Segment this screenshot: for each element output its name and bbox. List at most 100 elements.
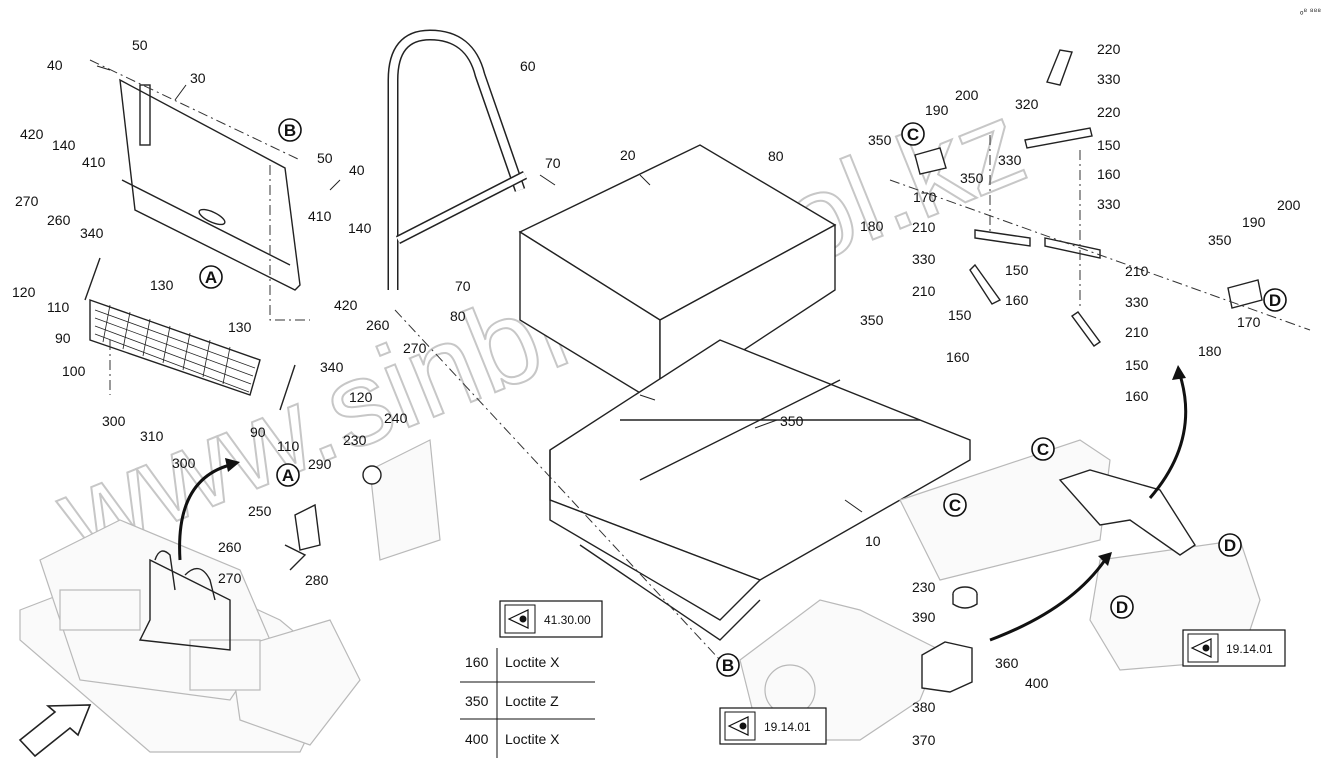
arrowhead-icon bbox=[1172, 365, 1186, 380]
callout-label: 80 bbox=[768, 148, 784, 164]
eye-view-icon bbox=[1190, 638, 1212, 658]
callout-label: 130 bbox=[150, 277, 174, 293]
callout-label: 30 bbox=[190, 70, 206, 86]
letter-marker: C bbox=[1031, 437, 1055, 461]
letter-marker: C bbox=[901, 122, 925, 146]
callout-label: 20 bbox=[620, 147, 636, 163]
callout-label: 160 bbox=[1097, 166, 1121, 182]
callout-label: 350 bbox=[868, 132, 892, 148]
callout-label: 320 bbox=[1015, 96, 1039, 112]
callout-label: 410 bbox=[308, 208, 332, 224]
adhesive-table: 160 Loctite X 350 Loctite Z 400 Loctite … bbox=[460, 648, 595, 758]
handrail bbox=[387, 29, 528, 290]
latch-assembly bbox=[284, 465, 382, 571]
callout-label: 250 bbox=[248, 503, 272, 519]
reference-box[interactable]: 41.30.00 bbox=[499, 600, 603, 638]
callout-label: 40 bbox=[349, 162, 365, 178]
callout-labels: 40 50 30 420 140 410 270 260 340 50 40 4… bbox=[12, 37, 1301, 748]
callout-label: 300 bbox=[102, 413, 126, 429]
callout-label: 120 bbox=[349, 389, 373, 405]
callout-label: 360 bbox=[995, 655, 1019, 671]
mounting-bracket-ghost bbox=[369, 439, 941, 741]
svg-text:C: C bbox=[907, 125, 919, 144]
reference-code: 19.14.01 bbox=[764, 720, 811, 734]
callout-label: 280 bbox=[305, 572, 329, 588]
callout-label: 210 bbox=[912, 283, 936, 299]
letter-marker: B bbox=[278, 118, 302, 142]
reference-box[interactable]: 19.14.01 bbox=[719, 707, 827, 745]
callout-label: 350 bbox=[860, 312, 884, 328]
callout-label: 70 bbox=[455, 278, 471, 294]
callout-label: 310 bbox=[140, 428, 164, 444]
callout-label: 10 bbox=[865, 533, 881, 549]
callout-label: 330 bbox=[998, 152, 1022, 168]
svg-text:D: D bbox=[1116, 598, 1128, 617]
callout-label: 80 bbox=[450, 308, 466, 324]
svg-text:B: B bbox=[284, 121, 296, 140]
reference-code: 19.14.01 bbox=[1226, 642, 1273, 656]
callout-label: 150 bbox=[1125, 357, 1149, 373]
callout-label: 190 bbox=[1242, 214, 1266, 230]
leader-lines bbox=[96, 65, 863, 513]
callout-label: 340 bbox=[320, 359, 344, 375]
table-cell-material: Loctite X bbox=[505, 731, 560, 747]
callout-label: 420 bbox=[20, 126, 44, 142]
callout-label: 180 bbox=[860, 218, 884, 234]
callout-label: 50 bbox=[132, 37, 148, 53]
reference-box[interactable]: 19.14.01 bbox=[1182, 629, 1286, 667]
callout-label: 260 bbox=[218, 539, 242, 555]
callout-label: 150 bbox=[1005, 262, 1029, 278]
callout-label: 260 bbox=[47, 212, 71, 228]
callout-label: 200 bbox=[1277, 197, 1301, 213]
svg-text:D: D bbox=[1224, 536, 1236, 555]
callout-label: 230 bbox=[343, 432, 367, 448]
table-cell-part: 160 bbox=[465, 654, 489, 670]
callout-label: 350 bbox=[780, 413, 804, 429]
callout-label: 330 bbox=[1125, 294, 1149, 310]
svg-text:C: C bbox=[949, 496, 961, 515]
callout-label: 160 bbox=[946, 349, 970, 365]
callout-label: 380 bbox=[912, 699, 936, 715]
callout-label: 270 bbox=[15, 193, 39, 209]
callout-label: 270 bbox=[403, 340, 427, 356]
curved-arrow-icon bbox=[178, 463, 231, 561]
callout-label: 170 bbox=[913, 189, 937, 205]
svg-text:A: A bbox=[205, 268, 217, 287]
callout-label: 370 bbox=[912, 732, 936, 748]
callout-label: 160 bbox=[1125, 388, 1149, 404]
arrowhead-icon bbox=[225, 458, 240, 472]
callout-label: 210 bbox=[1125, 263, 1149, 279]
direction-arrow-icon bbox=[18, 704, 92, 758]
table-row: 350 Loctite Z bbox=[465, 693, 559, 709]
callout-label: 390 bbox=[912, 609, 936, 625]
callout-label: 270 bbox=[218, 570, 242, 586]
callout-label: 70 bbox=[545, 155, 561, 171]
callout-label: 110 bbox=[277, 438, 300, 454]
callout-label: 170 bbox=[1237, 314, 1261, 330]
eye-view-icon bbox=[507, 609, 529, 629]
corner-mark: ₒ⁸ ⁸⁸⁸ bbox=[1300, 6, 1321, 16]
letter-marker: D bbox=[1263, 288, 1287, 312]
table-cell-material: Loctite X bbox=[505, 654, 560, 670]
callout-label: 90 bbox=[250, 424, 266, 440]
callout-label: 120 bbox=[12, 284, 36, 300]
paver-machine-overview bbox=[19, 519, 361, 753]
callout-label: 330 bbox=[1097, 71, 1121, 87]
callout-label: 300 bbox=[172, 455, 196, 471]
callout-label: 260 bbox=[366, 317, 390, 333]
curved-arrow-icon bbox=[1148, 374, 1188, 499]
svg-text:C: C bbox=[1037, 440, 1049, 459]
callout-label: 60 bbox=[520, 58, 536, 74]
letter-markers: B A A B C D C C D D bbox=[199, 118, 1287, 677]
letter-marker: D bbox=[1110, 595, 1134, 619]
letter-marker: B bbox=[716, 653, 740, 677]
ladder-assembly bbox=[84, 59, 310, 411]
table-row: 400 Loctite X bbox=[465, 731, 560, 747]
arrowhead-icon bbox=[1098, 552, 1112, 566]
callout-label: 110 bbox=[47, 299, 70, 315]
callout-label: 150 bbox=[1097, 137, 1121, 153]
callout-label: 400 bbox=[1025, 675, 1049, 691]
table-cell-part: 350 bbox=[465, 693, 489, 709]
svg-text:D: D bbox=[1269, 291, 1281, 310]
